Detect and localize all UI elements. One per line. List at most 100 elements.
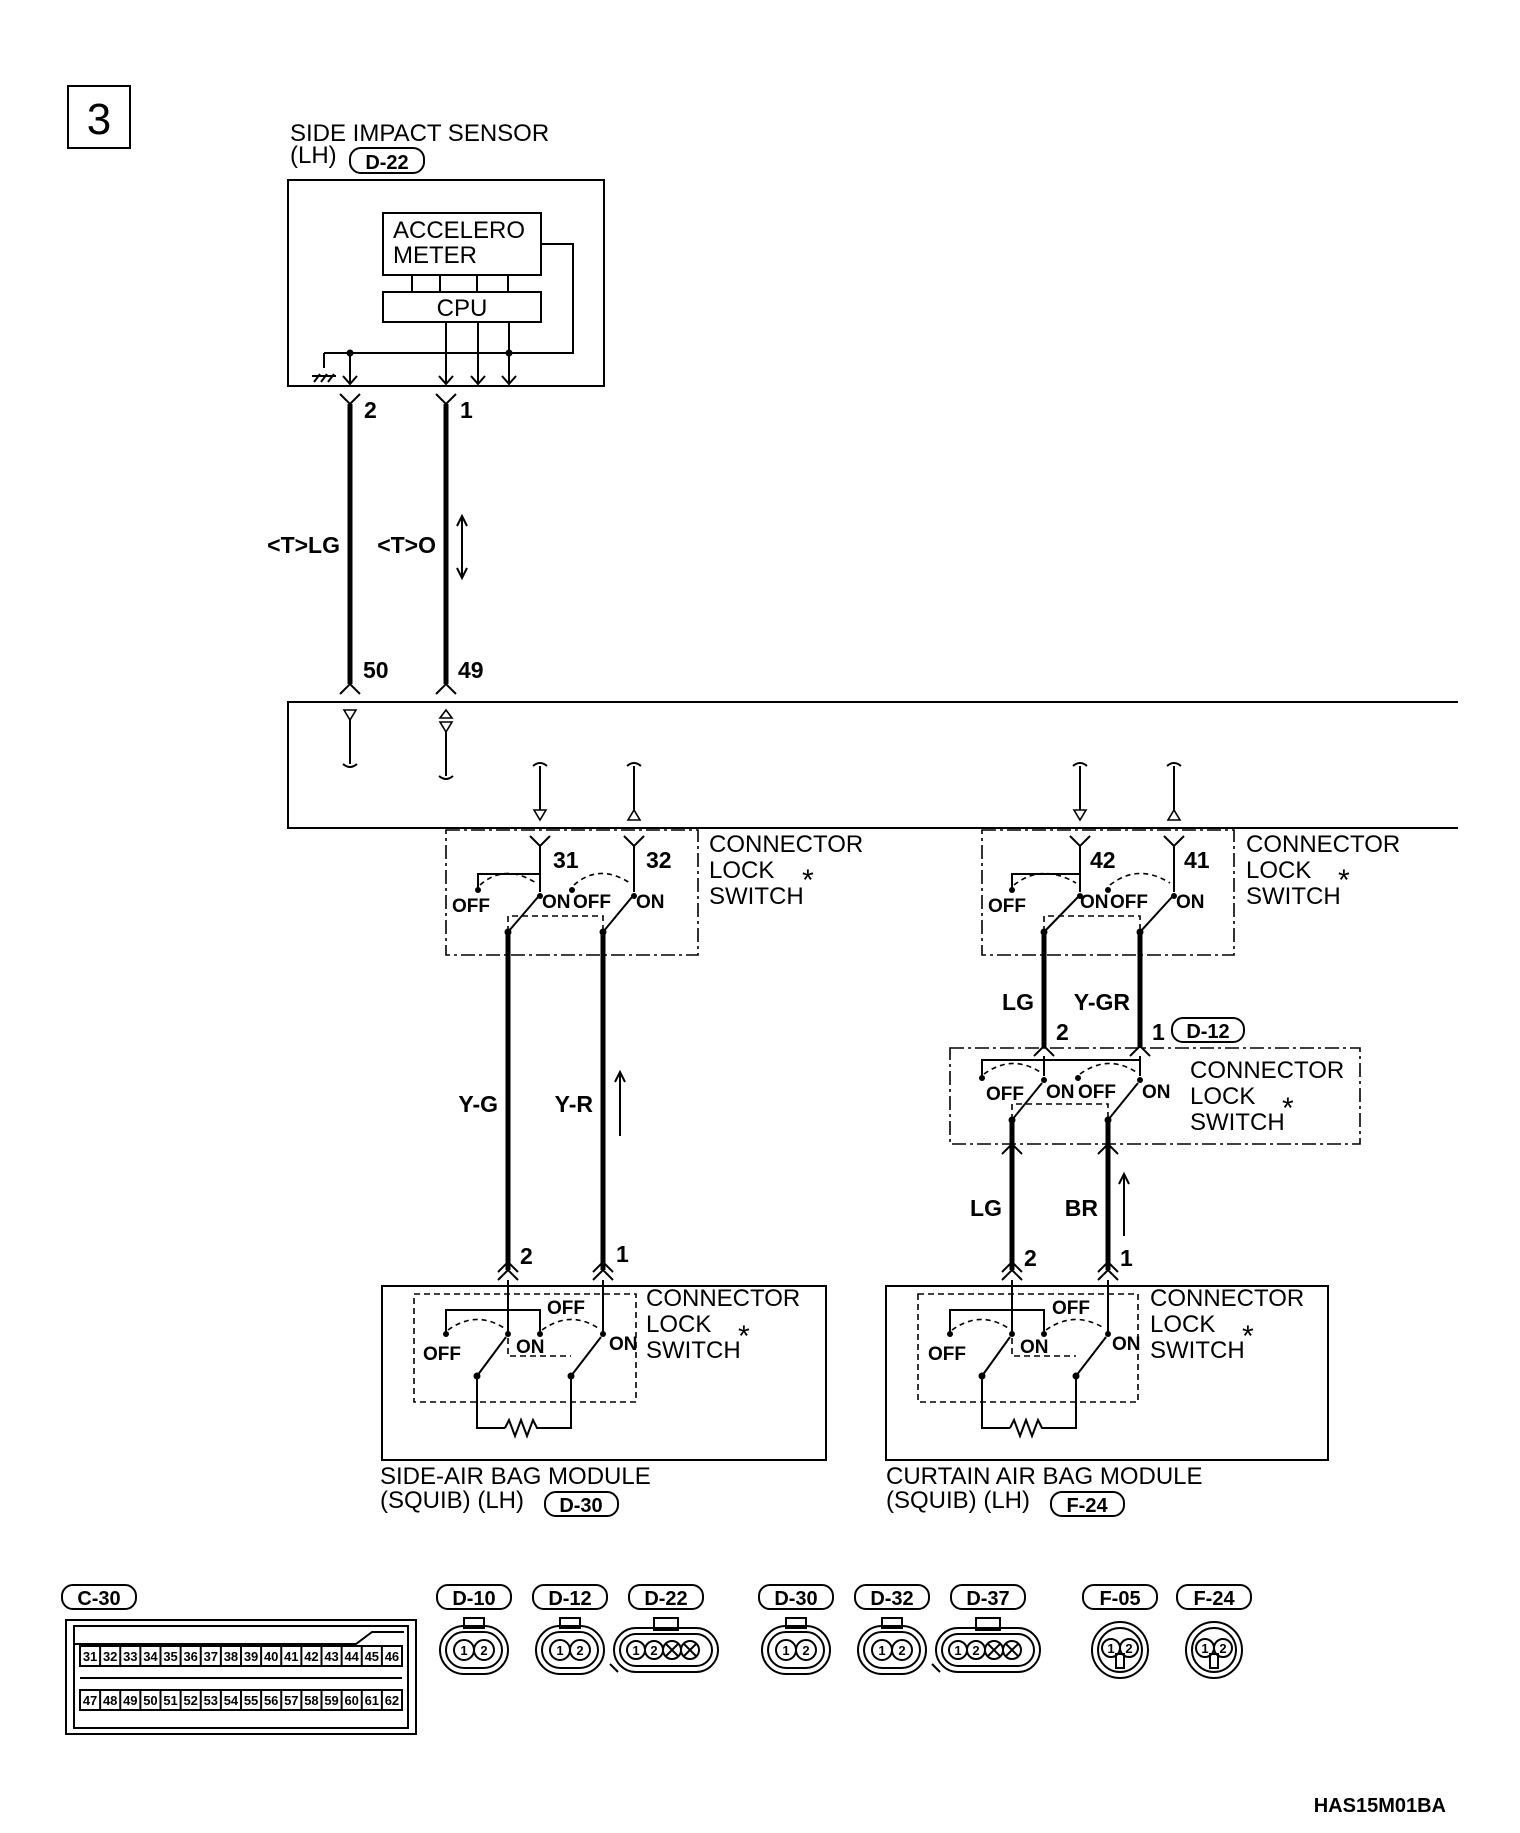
figure-code: HAS15M01BA [1314,1795,1446,1817]
c30-pin-number: 35 [163,1649,177,1664]
d12-on-1: ON [1046,1082,1075,1103]
c30-pin-number: 38 [224,1649,238,1664]
side-ecu-lock-label-1: CONNECTOR [709,831,863,858]
sensor-connector-badge [349,147,425,174]
side-ecu-lock-label-3: SWITCH [709,883,804,910]
side-module-lock-switch-area [413,1293,637,1403]
connector-pin-number: 1 [556,1643,563,1658]
d12-lock-switch-area [949,1047,1361,1145]
current-arrow-icon-side [614,1069,626,1136]
section-number-box [67,85,131,149]
side-module-lock-label-2: LOCK [646,1311,711,1338]
c30-pin-number: 32 [103,1649,117,1664]
sensor-box [287,179,605,387]
sensor-title: SIDE IMPACT SENSOR [290,120,549,147]
c30-pin-number: 59 [324,1693,338,1708]
side-module-connector-label: D-30 [559,1495,602,1517]
connector-pin-number: 2 [480,1643,487,1658]
c30-pin-number: 39 [244,1649,258,1664]
c30-pin-number: 42 [304,1649,318,1664]
side-module-connector-marks [497,1260,614,1281]
d12-lock-asterisk: * [1282,1092,1294,1125]
side-module-switch-contacts [443,1280,606,1439]
curtain-module-pin-2: 2 [1024,1245,1037,1271]
side-ecu-lock-label-2: LOCK [709,857,774,884]
c30-pin-number: 58 [304,1693,318,1708]
connector-pin-number: 1 [1107,1641,1114,1656]
c30-pin-number: 48 [103,1693,117,1708]
accelerometer-cpu-links [346,243,574,386]
side-module-lock-asterisk: * [738,1320,750,1353]
c30-pin-number: 37 [204,1649,218,1664]
ecu-box [287,701,1458,829]
curtain-module-lock-label-2: LOCK [1150,1311,1215,1338]
d12-on-2: ON [1142,1082,1171,1103]
curtain-module-lock-label-3: SWITCH [1150,1337,1245,1364]
c30-pin-number: 34 [143,1649,158,1664]
wire-label-yr: Y-R [555,1091,594,1117]
ecu-pin-49: 49 [458,657,484,683]
curtain-module-title: CURTAIN AIR BAG MODULE [886,1463,1203,1490]
curtain-module-connector-badge [1050,1491,1125,1517]
curtain-module-connector-marks [1001,1260,1119,1281]
connector-pin-number: 1 [1201,1641,1208,1656]
side-switch-pin-32: 32 [646,847,672,873]
connector-pin-number: 2 [650,1643,657,1658]
sensor-pin-1: 1 [460,397,473,423]
connector-pin-number: 2 [898,1643,905,1658]
curtain-ecu-lock-label-3: SWITCH [1246,883,1341,910]
wire-label-br-lower: BR [1065,1195,1099,1221]
side-ecu-switch-contacts [475,872,637,936]
side-ecu-off-1: OFF [452,896,490,917]
c30-pin-number: 45 [365,1649,379,1664]
c30-pin-number: 52 [183,1693,197,1708]
c30-pin-number: 46 [385,1649,399,1664]
curtain-module-lock-label-1: CONNECTOR [1150,1285,1304,1312]
curtain-ecu-off-2: OFF [1110,892,1148,913]
d12-off-1: OFF [986,1084,1024,1105]
d12-lock-label-1: CONNECTOR [1190,1057,1344,1084]
c30-pin-number: 36 [183,1649,197,1664]
d12-off-2: OFF [1078,1082,1116,1103]
side-ecu-on-2: ON [636,892,665,913]
curtain-module-lock-switch-area [917,1293,1139,1403]
side-module-connector-badge [544,1491,619,1517]
curtain-module-pin-1: 1 [1120,1245,1133,1271]
c30-pin-number: 60 [344,1693,358,1708]
c30-pin-number: 49 [123,1693,137,1708]
curtain-module-subtitle: (SQUIB) (LH) [886,1487,1030,1514]
ecu-pin-50: 50 [363,657,389,683]
sensor-pin-2: 2 [364,397,377,423]
d12-connector-badge [1171,1017,1245,1043]
c30-label: C-30 [77,1588,120,1610]
curtain-switch-pin-42: 42 [1090,847,1116,873]
ecu-pin-50-connector [339,682,361,695]
d30-label: D-30 [774,1588,817,1610]
c30-pin-number: 61 [365,1693,379,1708]
cpu-label: CPU [437,295,488,322]
d12-pin-2: 2 [1056,1019,1069,1045]
connector-pin-number: 1 [878,1643,885,1658]
curtain-module-off-1: OFF [928,1344,966,1365]
wire-label-ygr-upper: Y-GR [1074,989,1131,1015]
f05-label: F-05 [1099,1588,1140,1610]
c30-pin-number: 51 [163,1693,177,1708]
side-module-lock-label-3: SWITCH [646,1337,741,1364]
connector-pin-number: 1 [954,1643,961,1658]
wire-label-lg-sensor: <T>LG [267,532,340,558]
c30-pin-number: 40 [264,1649,278,1664]
side-module-title: SIDE-AIR BAG MODULE [380,1463,651,1490]
sensor-pin-1-connector [435,393,457,406]
side-module-off-2: OFF [547,1298,585,1319]
